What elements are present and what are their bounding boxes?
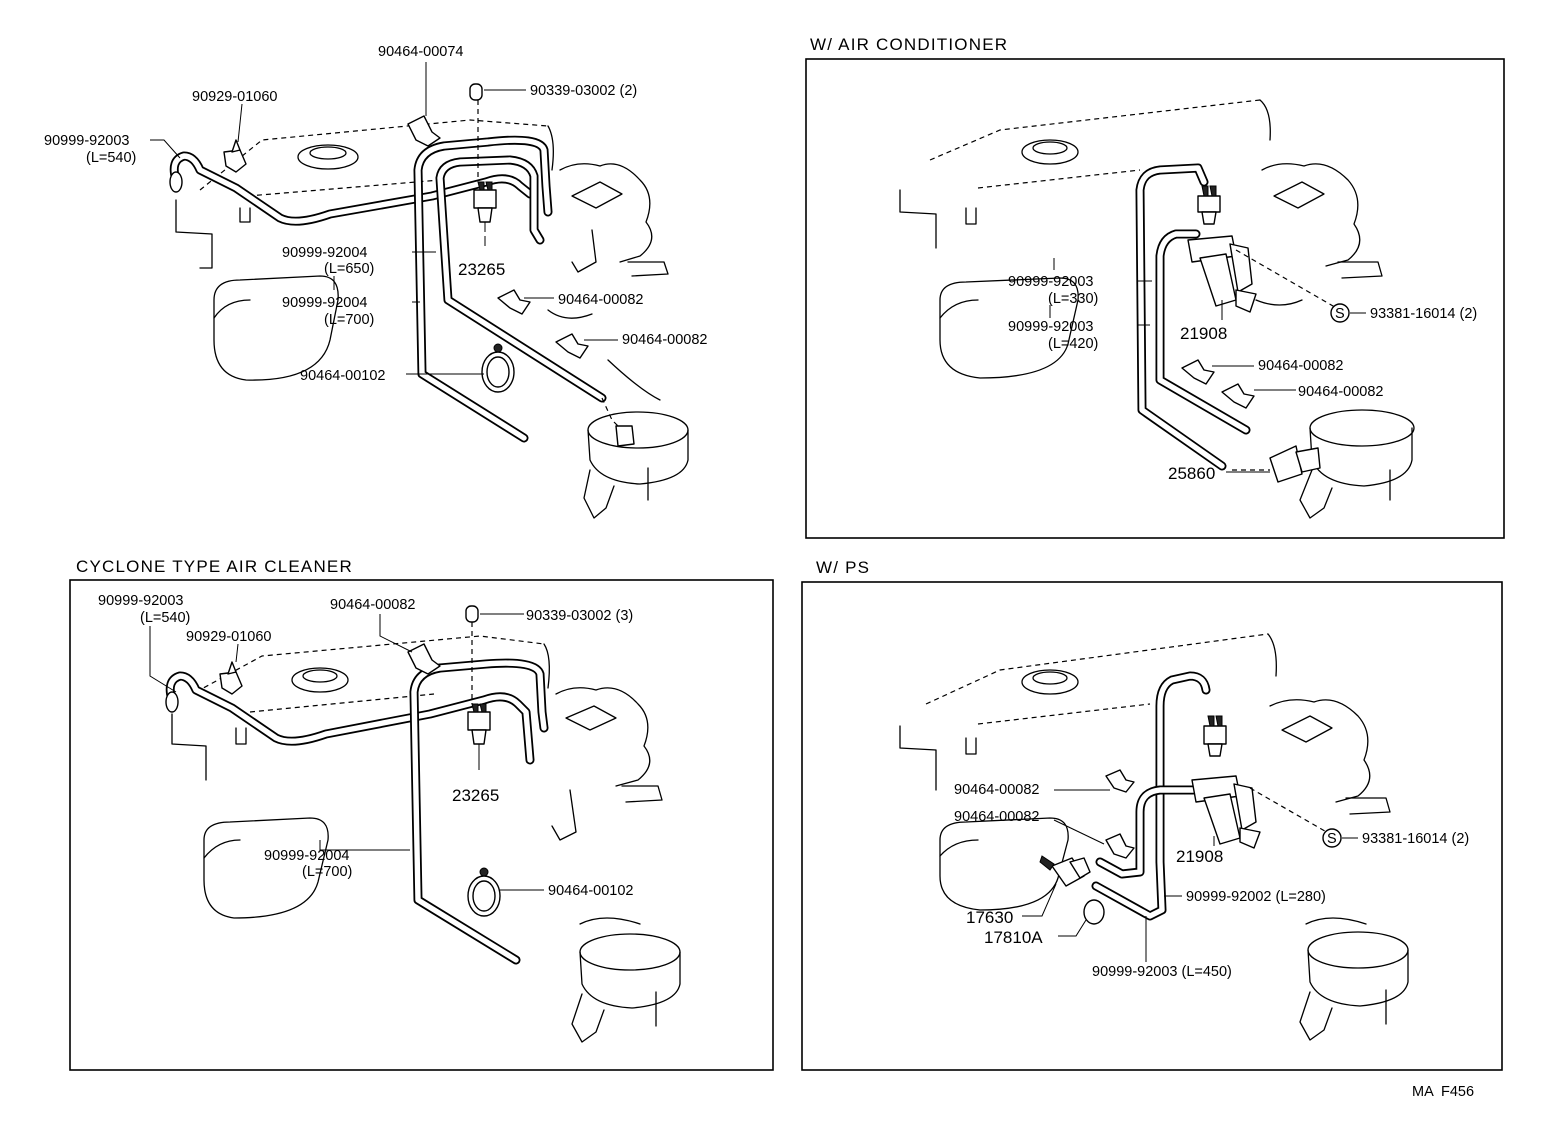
cyclone-label-90999-92003: 90999-92003 xyxy=(98,593,183,609)
ps-label-93381-16014: 93381-16014 (2) xyxy=(1362,831,1469,847)
ac-view-engine xyxy=(899,99,1415,519)
ps-label-90464-00082-a: 90464-00082 xyxy=(954,782,1039,798)
main-label-90999-92003: 90999-92003 xyxy=(44,133,129,149)
ps-view-parts: S xyxy=(1039,715,1342,925)
ac-label-90464-00082-a: 90464-00082 xyxy=(1258,358,1343,374)
main-label-90464-00082-a: 90464-00082 xyxy=(558,292,643,308)
air-conditioner-frame xyxy=(805,58,1505,539)
power-steering-frame xyxy=(801,581,1503,1071)
main-view-engine xyxy=(175,119,689,519)
cyclone-label-90999-92004: 90999-92004 xyxy=(264,848,349,864)
ac-label-93381-16014: 93381-16014 (2) xyxy=(1370,306,1477,322)
main-label-90464-00102: 90464-00102 xyxy=(300,368,385,384)
cyclone-frame xyxy=(69,579,774,1071)
cyclone-view-leaders xyxy=(149,613,544,891)
power-steering-title: W/ PS xyxy=(816,558,870,577)
cyclone-view-hoses xyxy=(165,658,549,965)
ac-s-mark: S xyxy=(1335,306,1345,322)
main-label-90999-92004-a: 90999-92004 xyxy=(282,245,367,261)
main-view-leaders xyxy=(150,62,618,375)
main-label-90464-00082-b: 90464-00082 xyxy=(622,332,707,348)
ac-label-25860: 25860 xyxy=(1168,464,1215,483)
main-label-90999-92003-length: (L=540) xyxy=(86,150,136,166)
ps-view-leaders xyxy=(1022,789,1358,962)
cyclone-view-engine xyxy=(171,635,681,1043)
main-label-90999-92004-b: 90999-92004 xyxy=(282,295,367,311)
main-view-parts xyxy=(223,83,635,447)
ac-label-90999-92003-b-length: (L=420) xyxy=(1048,336,1098,352)
main-label-90929-01060: 90929-01060 xyxy=(192,89,277,105)
cyclone-label-90464-00102: 90464-00102 xyxy=(548,883,633,899)
main-view-labels: 90464-00074 90929-01060 90339-03002 (2) … xyxy=(44,44,707,384)
main-label-90339-03002: 90339-03002 (2) xyxy=(530,83,637,99)
air-conditioner-title: W/ AIR CONDITIONER xyxy=(810,35,1008,54)
ps-label-17630: 17630 xyxy=(966,908,1013,927)
main-label-23265: 23265 xyxy=(458,260,505,279)
ac-label-90999-92003-b: 90999-92003 xyxy=(1008,319,1093,335)
cyclone-label-90339-03002: 90339-03002 (3) xyxy=(526,608,633,624)
ps-label-90999-92002: 90999-92002 (L=280) xyxy=(1186,889,1326,905)
cyclone-label-90999-92003-length: (L=540) xyxy=(140,610,190,626)
main-view-hoses xyxy=(169,135,607,443)
cyclone-title: CYCLONE TYPE AIR CLEANER xyxy=(76,557,353,576)
ps-label-90464-00082-b: 90464-00082 xyxy=(954,809,1039,825)
cyclone-view-parts xyxy=(219,605,501,917)
main-label-90999-92004-b-length: (L=700) xyxy=(324,312,374,328)
cyclone-label-90929-01060: 90929-01060 xyxy=(186,629,271,645)
ac-label-90999-92003-a-length: (L=330) xyxy=(1048,291,1098,307)
main-label-90464-00074: 90464-00074 xyxy=(378,44,463,60)
ac-view-hoses xyxy=(1135,163,1251,471)
ac-label-21908: 21908 xyxy=(1180,324,1227,343)
ac-view-parts: S xyxy=(1181,185,1350,483)
ps-s-mark: S xyxy=(1327,831,1337,847)
ac-label-90464-00082-b: 90464-00082 xyxy=(1298,384,1383,400)
main-label-90999-92004-a-length: (L=650) xyxy=(324,261,374,277)
figure-code: MA F456 xyxy=(1412,1084,1474,1100)
ac-label-90999-92003-a: 90999-92003 xyxy=(1008,274,1093,290)
ps-view-engine xyxy=(899,633,1409,1041)
cyclone-label-90999-92004-length: (L=700) xyxy=(302,864,352,880)
ac-view-leaders xyxy=(1049,258,1366,473)
cyclone-label-90464-00082: 90464-00082 xyxy=(330,597,415,613)
cyclone-view-labels: 90999-92003 (L=540) 90929-01060 90464-00… xyxy=(98,593,633,899)
ps-label-17810A: 17810A xyxy=(984,928,1043,947)
cyclone-label-23265: 23265 xyxy=(452,786,499,805)
ps-label-21908: 21908 xyxy=(1176,847,1223,866)
ps-label-90999-92003: 90999-92003 (L=450) xyxy=(1092,964,1232,980)
ps-view-hoses xyxy=(1091,671,1211,921)
ac-view-labels: 90999-92003 (L=330) 90999-92003 (L=420) … xyxy=(1008,274,1477,483)
ps-view-labels: 90464-00082 90464-00082 21908 93381-1601… xyxy=(954,782,1469,980)
